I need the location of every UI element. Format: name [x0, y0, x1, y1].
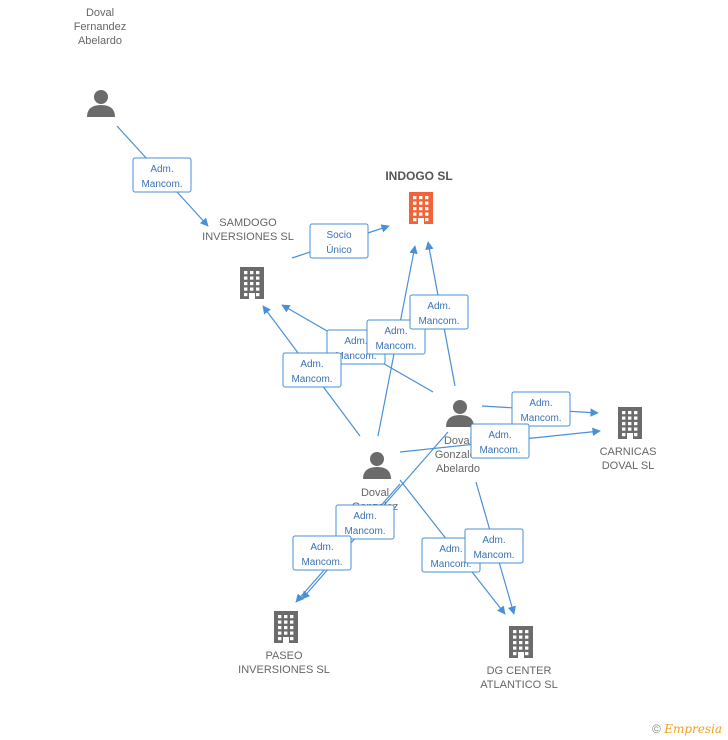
- node-label: SAMDOGO: [219, 217, 277, 229]
- node-label: INVERSIONES SL: [202, 231, 294, 243]
- node-dgcenter[interactable]: DG CENTER ATLANTICO SL: [480, 626, 558, 691]
- edge-label-text: Adm.: [529, 398, 552, 409]
- edge-label-text: Socio: [326, 230, 351, 241]
- node-label: PASEO: [265, 650, 303, 662]
- node-label: Abelardo: [436, 463, 480, 475]
- edge-label-background: [335, 504, 395, 540]
- node-carnicas[interactable]: CARNICAS DOVAL SL: [600, 407, 657, 472]
- edge-label-text: Adm.: [488, 430, 511, 441]
- node-label: Doval: [361, 487, 389, 499]
- person-icon: [87, 90, 115, 117]
- node-label: Abelardo: [78, 35, 122, 47]
- node-samdogo[interactable]: SAMDOGO INVERSIONES SL: [202, 217, 294, 299]
- node-label: DG CENTER: [487, 665, 552, 677]
- edges-layer: [116, 125, 601, 615]
- edge-label-box[interactable]: Adm. Mancom.: [292, 535, 352, 571]
- edge-label-text: Mancom.: [301, 557, 342, 568]
- edge-label-text: Mancom.: [418, 316, 459, 327]
- node-label: CARNICAS: [600, 446, 657, 458]
- node-label: DOVAL SL: [602, 460, 655, 472]
- node-label: Doval: [444, 435, 472, 447]
- edge-label-text: Mancom.: [291, 374, 332, 385]
- empresia-logo[interactable]: Empresia: [664, 722, 722, 736]
- edge-label-background: [409, 294, 469, 330]
- edge-label-box[interactable]: Adm. Mancom.: [511, 391, 571, 427]
- edge-label-box[interactable]: Adm. Mancom.: [470, 423, 530, 459]
- edge-label-background: [511, 391, 571, 427]
- edge-label-box[interactable]: Adm. Mancom.: [409, 294, 469, 330]
- node-label: ATLANTICO SL: [480, 679, 557, 691]
- edge-label-text: Mancom.: [473, 550, 514, 561]
- node-label: INDOGO SL: [385, 169, 452, 183]
- node-label: Doval: [86, 7, 114, 19]
- person-icon: [446, 400, 474, 427]
- edge-label-box[interactable]: Adm. Mancom.: [335, 504, 395, 540]
- edge-label-text: Mancom.: [520, 413, 561, 424]
- building-icon: [618, 407, 642, 439]
- edge-label-text: Mancom.: [141, 179, 182, 190]
- edge-label-box[interactable]: Adm. Mancom.: [464, 528, 524, 564]
- edge-label-text: Adm.: [344, 336, 367, 347]
- edge-label-text: Mancom.: [430, 559, 471, 570]
- edge-label-text: Adm.: [439, 544, 462, 555]
- edge-label-background: [292, 535, 352, 571]
- building-icon: [240, 267, 264, 299]
- building-icon: [274, 611, 298, 643]
- node-label: INVERSIONES SL: [238, 664, 330, 676]
- edge-label-box[interactable]: Adm. Mancom.: [132, 157, 192, 193]
- footer: © Empresia: [652, 722, 722, 736]
- edge-label-text: Adm.: [384, 326, 407, 337]
- edge-label-background: [132, 157, 192, 193]
- node-indogo[interactable]: INDOGO SL: [385, 169, 453, 224]
- edge-label-box[interactable]: Adm. Mancom.: [282, 352, 342, 388]
- edge-label-text: Adm.: [150, 164, 173, 175]
- edge-label-text: Adm.: [300, 359, 323, 370]
- edge-label-background: [464, 528, 524, 564]
- edge-label-text: Único: [326, 243, 352, 256]
- edge-label-text: Adm.: [310, 542, 333, 553]
- edge-label-text: Mancom.: [344, 526, 385, 537]
- edge-label-text: Mancom.: [479, 445, 520, 456]
- copyright-symbol: ©: [652, 722, 661, 736]
- node-label: Gonzalez: [435, 449, 481, 461]
- nodes-layer: INDOGO SL SAMDOGO INVERSIONES SL CARNICAS DO…: [74, 7, 657, 691]
- edge-label-background: [309, 223, 369, 259]
- edge-label-background: [282, 352, 342, 388]
- node-label: Fernandez: [74, 21, 127, 33]
- edge-labels-layer: Adm.Mancom.SocioÚnicoAdm.Mancom.Adm.Manc…: [132, 157, 571, 573]
- edge-label-text: Adm.: [482, 535, 505, 546]
- building-icon: [409, 192, 433, 224]
- edge-label-background: [470, 423, 530, 459]
- edge-label-text: Adm.: [353, 511, 376, 522]
- node-paseo[interactable]: PASEO INVERSIONES SL: [238, 611, 330, 676]
- edge-label-text: Mancom.: [335, 351, 376, 362]
- building-icon: [509, 626, 533, 658]
- person-icon: [363, 452, 391, 479]
- edge-label-text: Adm.: [427, 301, 450, 312]
- edge-label-text: Mancom.: [375, 341, 416, 352]
